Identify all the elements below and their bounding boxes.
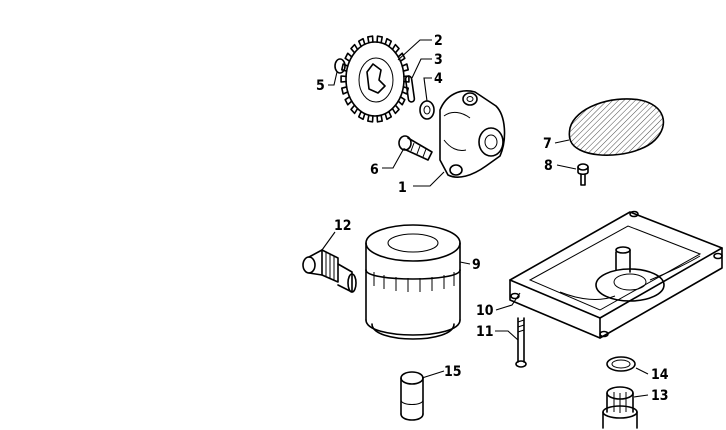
- callout-3: 3: [434, 52, 443, 68]
- part-screw: [577, 163, 589, 186]
- callout-5: 5: [316, 78, 325, 94]
- part-oil-pump-body: [439, 90, 506, 178]
- part-drain-plug: [602, 386, 638, 429]
- part-oil-filter: [365, 224, 461, 340]
- part-long-bolt: [515, 317, 527, 368]
- callout-7: 7: [543, 136, 552, 152]
- callout-6: 6: [370, 162, 379, 178]
- callout-15: 15: [444, 364, 462, 380]
- callout-1: 1: [398, 180, 407, 196]
- callout-11: 11: [476, 324, 494, 340]
- part-washer: [419, 100, 435, 120]
- part-snap-ring: [334, 58, 346, 74]
- leader-lines: [321, 39, 649, 398]
- callout-labels: 1 2 3 4 5 6 7 8 9 10 11 12 13 14 15: [316, 33, 669, 404]
- callout-9: 9: [472, 257, 481, 273]
- callout-12: 12: [334, 218, 352, 234]
- part-o-ring: [606, 356, 636, 372]
- part-oil-pan: [509, 210, 723, 339]
- part-sprocket: [340, 35, 410, 123]
- part-bolt: [398, 135, 433, 161]
- callout-13: 13: [651, 388, 669, 404]
- part-dowel-pin: [404, 75, 416, 103]
- part-filter-fitting: [400, 371, 424, 421]
- callout-14: 14: [651, 367, 669, 383]
- part-oil-strainer: [568, 98, 665, 156]
- callout-10: 10: [476, 303, 494, 319]
- callout-2: 2: [434, 33, 443, 49]
- callout-4: 4: [434, 71, 443, 87]
- part-oil-pressure-switch: [302, 249, 357, 293]
- callout-8: 8: [544, 158, 553, 174]
